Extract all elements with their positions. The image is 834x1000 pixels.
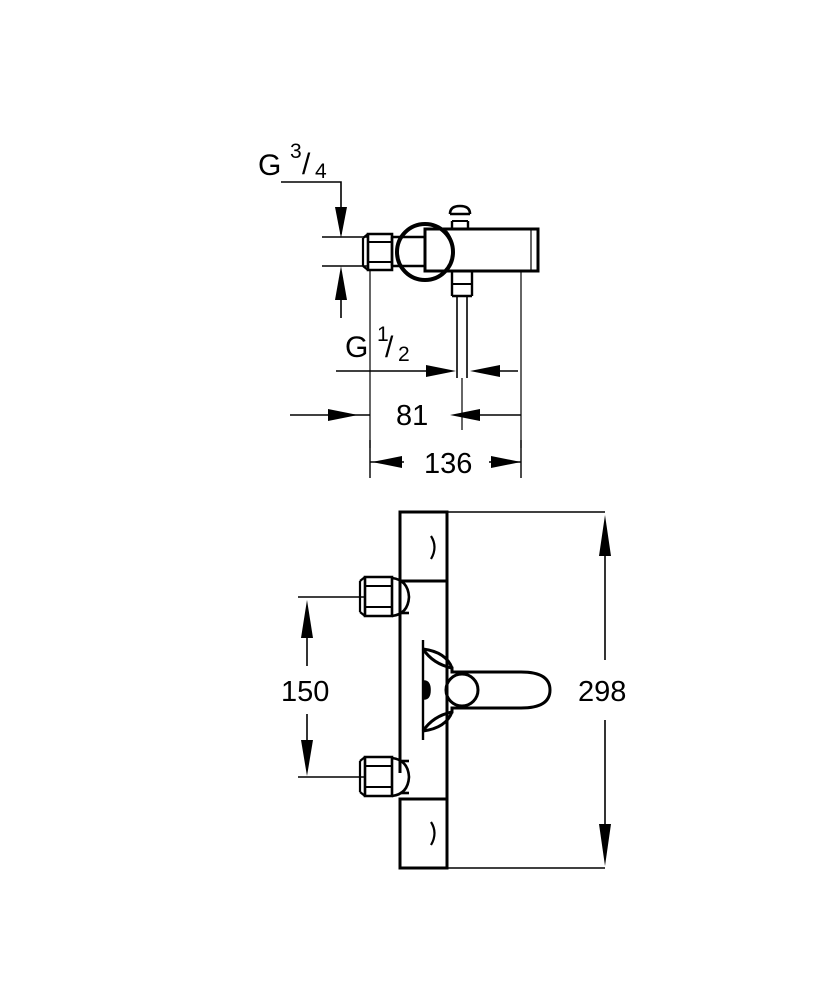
label-g-one-half: G 1 / 2 (345, 323, 410, 366)
dim-81-text: 81 (396, 400, 428, 432)
dim-150-text: 150 (281, 676, 329, 708)
mixer-body-outline (423, 227, 540, 273)
dim-298-line (599, 515, 611, 866)
temperature-indicator-mark (423, 680, 431, 700)
outlet-stem (450, 271, 474, 378)
label-g-three-quarter: G 3 / 4 (258, 140, 327, 183)
g12-slash: / (385, 331, 394, 364)
dim-298-text: 298 (578, 676, 626, 708)
g34-numerator: 3 (290, 140, 302, 163)
diverter-button (448, 204, 472, 229)
hex-union-nut-top-view (361, 232, 394, 272)
dim-150-line (298, 596, 365, 778)
g34-prefix: G (258, 149, 281, 182)
g34-slash: / (302, 148, 311, 181)
upper-end-cap (398, 510, 449, 583)
hex-union-nut-upper (358, 575, 411, 618)
top-view-group (281, 181, 540, 478)
g34-leader (281, 181, 368, 318)
bottom-view-group (298, 510, 611, 870)
control-knob-circle (395, 222, 455, 282)
hex-union-nut-lower (358, 755, 411, 798)
g12-numerator: 1 (377, 323, 389, 346)
lever-handle (421, 647, 552, 733)
g34-denominator: 4 (315, 160, 327, 183)
dim-81-line (290, 378, 521, 430)
g12-leader (336, 365, 518, 377)
g12-prefix: G (345, 331, 368, 364)
dim-136-text: 136 (424, 448, 472, 480)
g12-denominator: 2 (398, 343, 410, 366)
lower-end-cap (398, 797, 449, 870)
dim-136-line (369, 440, 522, 478)
